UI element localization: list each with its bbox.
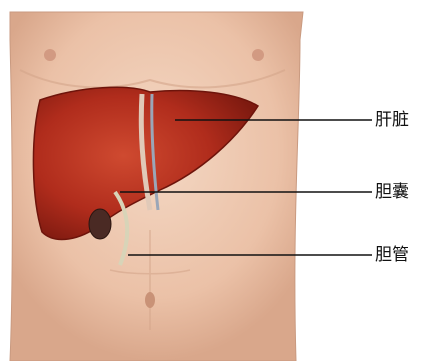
bile-duct-label: 胆管	[375, 245, 409, 265]
navel	[145, 292, 155, 308]
gallbladder	[89, 209, 111, 239]
nipple-left	[44, 49, 56, 61]
nipple-right	[252, 49, 264, 61]
liver-label: 肝脏	[375, 110, 409, 130]
gallbladder-label: 胆囊	[375, 182, 409, 202]
